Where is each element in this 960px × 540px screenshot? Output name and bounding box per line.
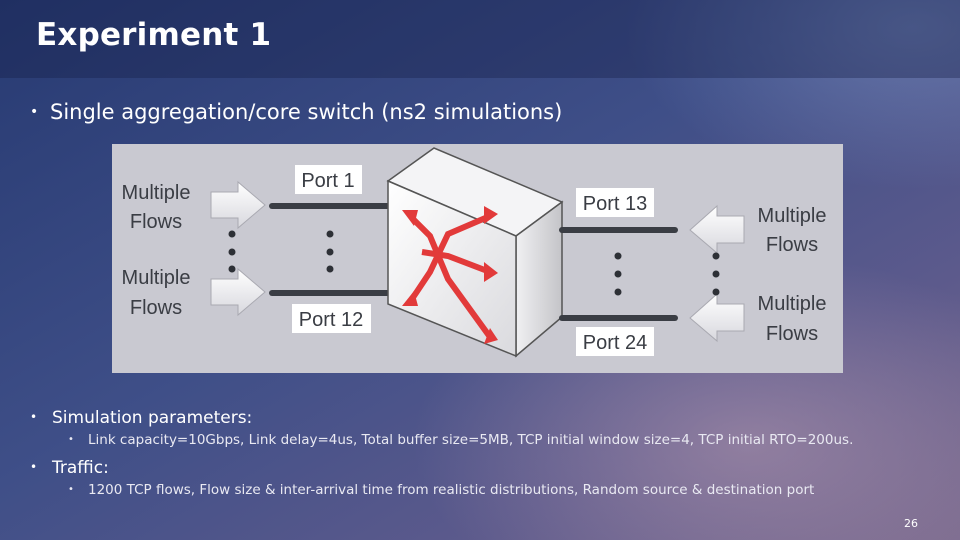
middle-left-dot	[326, 230, 334, 238]
right-bottom-arrow-icon	[689, 292, 745, 343]
bullet-topology-text: Single aggregation/core switch (ns2 simu…	[50, 100, 563, 124]
port-12-label-box	[292, 304, 371, 333]
middle-left-dot	[326, 265, 334, 273]
left-dot	[228, 265, 236, 273]
right-dot	[712, 288, 720, 296]
left-top-label-line2: Flows	[130, 211, 182, 233]
middle-right-dot	[614, 288, 622, 296]
left-dot	[228, 230, 236, 238]
left-bottom-arrow-icon	[210, 267, 266, 317]
port-1-label: Port 1	[301, 170, 354, 192]
right-top-label-line2: Flows	[766, 234, 818, 256]
right-dot	[712, 252, 720, 260]
bullet-traffic: • Traffic:	[30, 458, 109, 478]
right-dot	[712, 270, 720, 278]
middle-right-dot	[614, 270, 622, 278]
switch-diagram: Multiple Flows Multiple Flows Port 1 Por…	[112, 144, 843, 373]
bullet-dot: •	[30, 104, 39, 120]
bullet-topology: • Single aggregation/core switch (ns2 sim…	[30, 100, 562, 124]
left-top-arrow-icon	[210, 180, 266, 230]
port-12-label: Port 12	[299, 309, 363, 331]
sub-bullet-dot: •	[68, 484, 74, 495]
bullet-parameters-text: Simulation parameters:	[52, 408, 253, 428]
bullet-dot: •	[30, 410, 38, 424]
bullet-dot: •	[30, 460, 38, 474]
slide-title: Experiment 1	[36, 17, 272, 53]
page-number: 26	[904, 517, 918, 530]
left-bottom-label-line1: Multiple	[122, 267, 191, 289]
middle-left-dot	[326, 248, 334, 256]
port-13-label: Port 13	[583, 193, 647, 215]
right-bottom-label-line2: Flows	[766, 323, 818, 345]
left-top-label-line1: Multiple	[122, 182, 191, 204]
sub-bullet-parameters: • Link capacity=10Gbps, Link delay=4us, T…	[68, 432, 853, 448]
port-1-label-box	[295, 165, 362, 194]
left-bottom-label-line2: Flows	[130, 297, 182, 319]
sub-bullet-dot: •	[68, 434, 74, 445]
sub-bullet-traffic: • 1200 TCP flows, Flow size & inter-arriv…	[68, 482, 814, 498]
sub-bullet-traffic-text: 1200 TCP flows, Flow size & inter-arriva…	[88, 482, 815, 498]
sub-bullet-parameters-text: Link capacity=10Gbps, Link delay=4us, To…	[88, 432, 854, 448]
switch-icon	[386, 147, 564, 358]
right-top-arrow-icon	[689, 204, 745, 255]
left-dot	[228, 248, 236, 256]
right-top-label-line1: Multiple	[758, 205, 827, 227]
bullet-parameters: • Simulation parameters:	[30, 408, 252, 428]
port-13-label-box	[576, 188, 654, 217]
port-24-label: Port 24	[583, 332, 647, 354]
port-24-label-box	[576, 327, 654, 356]
right-bottom-label-line1: Multiple	[758, 293, 827, 315]
title-band	[0, 0, 960, 78]
middle-right-dot	[614, 252, 622, 260]
bullet-traffic-text: Traffic:	[52, 458, 109, 478]
